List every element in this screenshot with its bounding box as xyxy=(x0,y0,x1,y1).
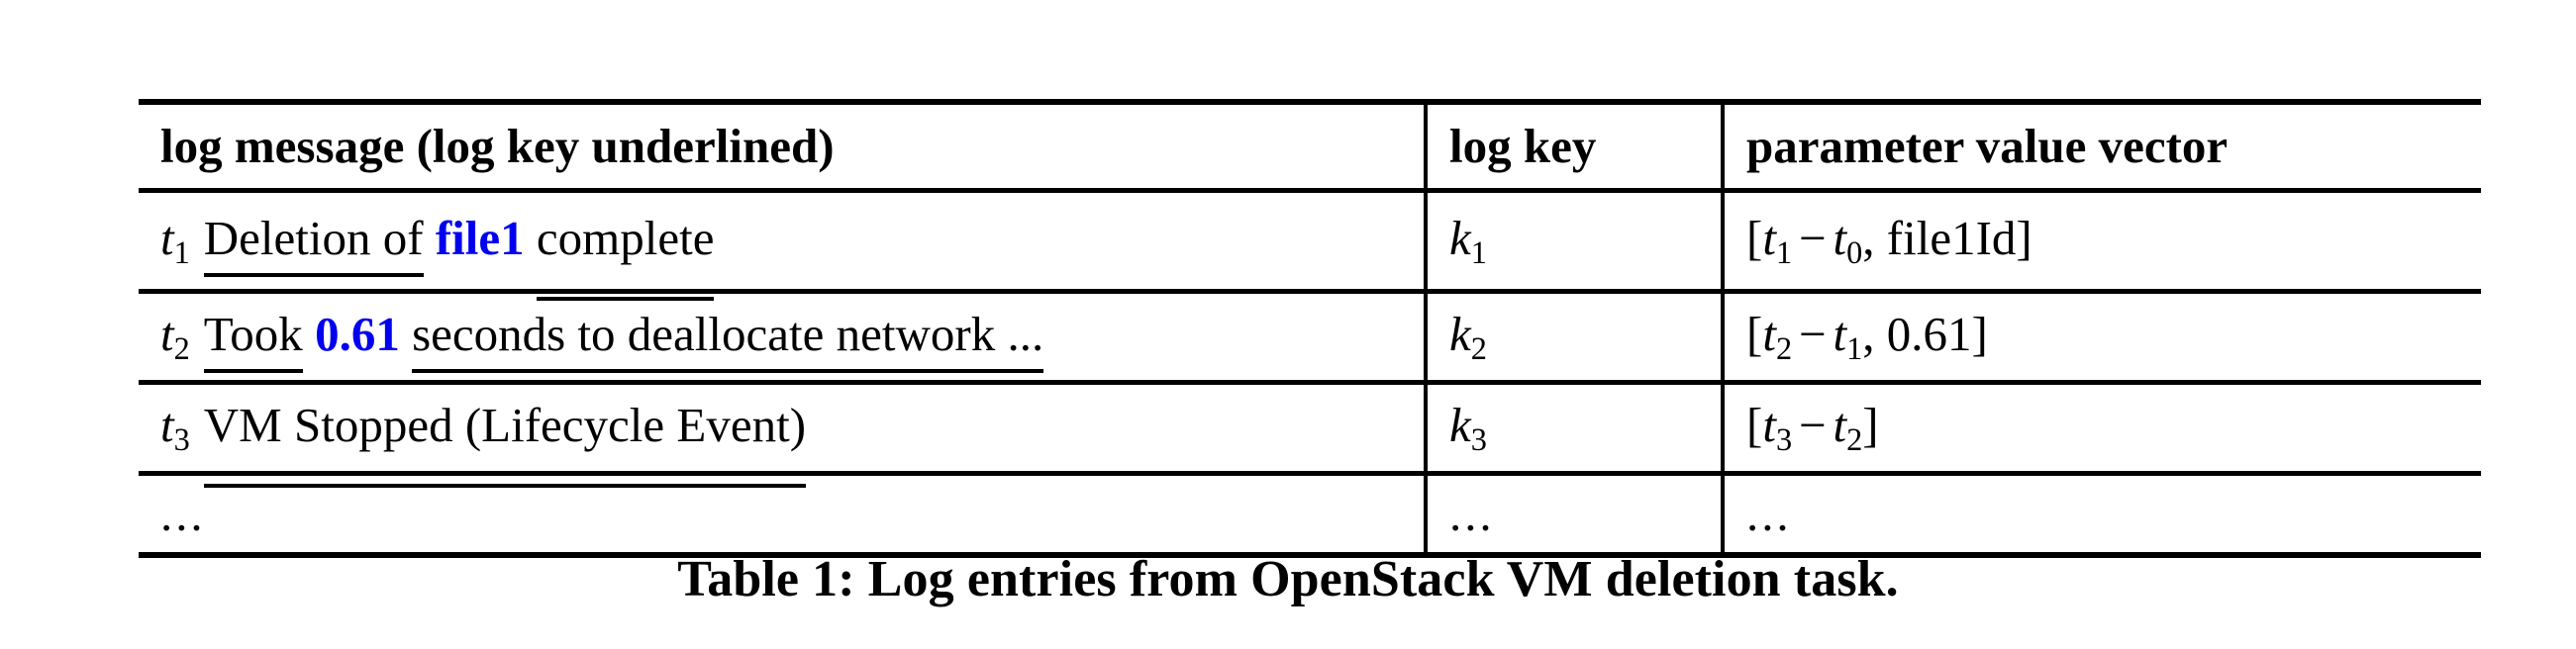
parameter-value-vector-text: [t1−t0, file1Id] xyxy=(1725,207,2481,276)
timestamp-symbol: t2 xyxy=(160,306,190,366)
column-header-log-key: log key xyxy=(1424,102,1723,191)
log-key-symbol: k3 xyxy=(1449,397,1487,457)
table-header-row: log message (log key underlined) log key… xyxy=(139,102,2481,191)
pvv-comma: , xyxy=(1862,306,1887,361)
log-key-segment: Took xyxy=(203,306,303,374)
bracket-open: [ xyxy=(1746,397,1763,452)
timestamp-symbol: t1 xyxy=(160,210,190,270)
pvv-second-value: file1Id xyxy=(1886,210,2017,265)
log-key-segment: Deletion of xyxy=(203,210,424,278)
parameter-highlight: 0.61 xyxy=(315,306,400,361)
table-1-container: log message (log key underlined) log key… xyxy=(139,99,2481,558)
pvv-term-a: t1 xyxy=(1762,210,1793,270)
space xyxy=(400,307,412,361)
minus-operator: − xyxy=(1798,306,1827,361)
cell-parameter-value-vector: [t1−t0, file1Id] xyxy=(1721,190,2481,292)
cell-log-key: ... xyxy=(1424,473,1723,555)
timestamp-symbol: t3 xyxy=(160,397,190,457)
log-key-text: k3 xyxy=(1428,394,1721,463)
pvv-term-b: t2 xyxy=(1833,397,1863,457)
ellipsis-log-message: ... xyxy=(160,486,206,541)
ellipsis-log-key: ... xyxy=(1449,486,1495,541)
log-key-text: k2 xyxy=(1428,303,1721,372)
pvv-term-a: t3 xyxy=(1762,397,1793,457)
bracket-open: [ xyxy=(1746,210,1763,265)
table-header: log message (log key underlined) log key… xyxy=(139,102,2481,191)
bracket-close: ] xyxy=(1971,306,1988,361)
cell-parameter-value-vector: ... xyxy=(1721,473,2481,555)
parameter-highlight: file1 xyxy=(435,210,525,265)
minus-operator: − xyxy=(1798,210,1827,265)
bracket-close: ] xyxy=(1862,397,1879,452)
cell-log-message: ... xyxy=(139,474,1426,555)
cell-log-key: k3 xyxy=(1424,382,1723,474)
cell-parameter-value-vector: [t3−t2] xyxy=(1721,382,2481,474)
bracket-open: [ xyxy=(1746,306,1763,361)
cell-parameter-value-vector: [t2−t1, 0.61] xyxy=(1721,291,2481,383)
pvv-comma: , xyxy=(1862,210,1887,265)
column-header-parameter-value-vector: parameter value vector xyxy=(1721,102,2481,191)
space xyxy=(303,307,315,361)
log-key-text: k1 xyxy=(1428,207,1721,276)
table-row-ellipsis: ... ... ... xyxy=(139,473,2481,555)
ellipsis-parameter-value-vector: ... xyxy=(1746,486,1792,541)
minus-operator: − xyxy=(1798,397,1827,452)
column-header-log-message-label: log message (log key underlined) xyxy=(160,119,835,174)
log-key-symbol: k2 xyxy=(1449,306,1487,366)
space xyxy=(424,211,436,265)
cell-log-key: k2 xyxy=(1424,291,1723,383)
space xyxy=(525,211,537,265)
bracket-close: ] xyxy=(2016,210,2032,265)
table-caption: Table 1: Log entries from OpenStack VM d… xyxy=(677,551,1899,607)
column-header-parameter-value-vector-label: parameter value vector xyxy=(1746,119,2229,174)
pvv-term-b: t0 xyxy=(1833,210,1863,270)
pvv-term-a: t2 xyxy=(1762,306,1793,366)
pvv-term-b: t1 xyxy=(1833,306,1863,366)
log-entries-table: log message (log key underlined) log key… xyxy=(139,99,2481,558)
log-key-segment: complete xyxy=(536,210,715,302)
log-key-symbol: k1 xyxy=(1449,210,1487,270)
log-key-segment: VM Stopped (Lifecycle Event) xyxy=(203,397,807,489)
cell-log-key: k1 xyxy=(1424,190,1723,292)
parameter-value-vector-text: [t2−t1, 0.61] xyxy=(1725,303,2481,372)
column-header-log-key-label: log key xyxy=(1449,119,1597,174)
column-header-log-message: log message (log key underlined) xyxy=(139,102,1426,191)
parameter-value-vector-text: [t3−t2] xyxy=(1725,394,2481,463)
log-key-segment: seconds to deallocate network ... xyxy=(412,306,1044,374)
pvv-second-value: 0.61 xyxy=(1886,306,1972,361)
